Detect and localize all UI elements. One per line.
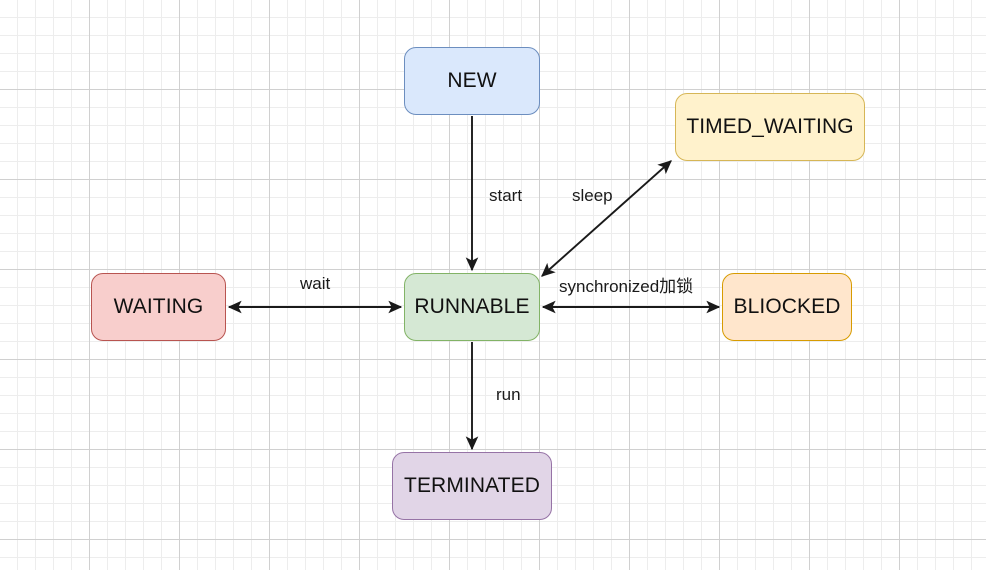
node-timed-waiting-label: TIMED_WAITING xyxy=(686,115,854,138)
node-runnable-label: RUNNABLE xyxy=(414,295,530,318)
edge-label-wait: wait xyxy=(300,274,330,294)
node-timed-waiting[interactable]: TIMED_WAITING xyxy=(675,93,865,161)
node-bliocked[interactable]: BLIOCKED xyxy=(722,273,852,341)
node-runnable[interactable]: RUNNABLE xyxy=(404,273,540,341)
edge-label-sleep-text: sleep xyxy=(572,186,613,205)
edge-label-run-text: run xyxy=(496,385,521,404)
node-new-label: NEW xyxy=(447,69,497,92)
edge-label-run: run xyxy=(496,385,521,405)
edge-sleep-line xyxy=(541,160,672,277)
edge-label-start: start xyxy=(489,186,522,206)
edge-label-wait-text: wait xyxy=(300,274,331,293)
node-terminated-label: TERMINATED xyxy=(404,474,540,497)
node-new[interactable]: NEW xyxy=(404,47,540,115)
edge-label-synchronized-text: synchronized加锁 xyxy=(559,277,694,296)
node-waiting-label: WAITING xyxy=(113,295,204,318)
edge-label-synchronized: synchronized加锁 xyxy=(559,272,693,297)
node-bliocked-label: BLIOCKED xyxy=(733,295,841,318)
edge-label-sleep: sleep xyxy=(572,186,613,206)
edge-label-start-text: start xyxy=(489,186,523,205)
node-terminated[interactable]: TERMINATED xyxy=(392,452,552,520)
node-waiting[interactable]: WAITING xyxy=(91,273,226,341)
